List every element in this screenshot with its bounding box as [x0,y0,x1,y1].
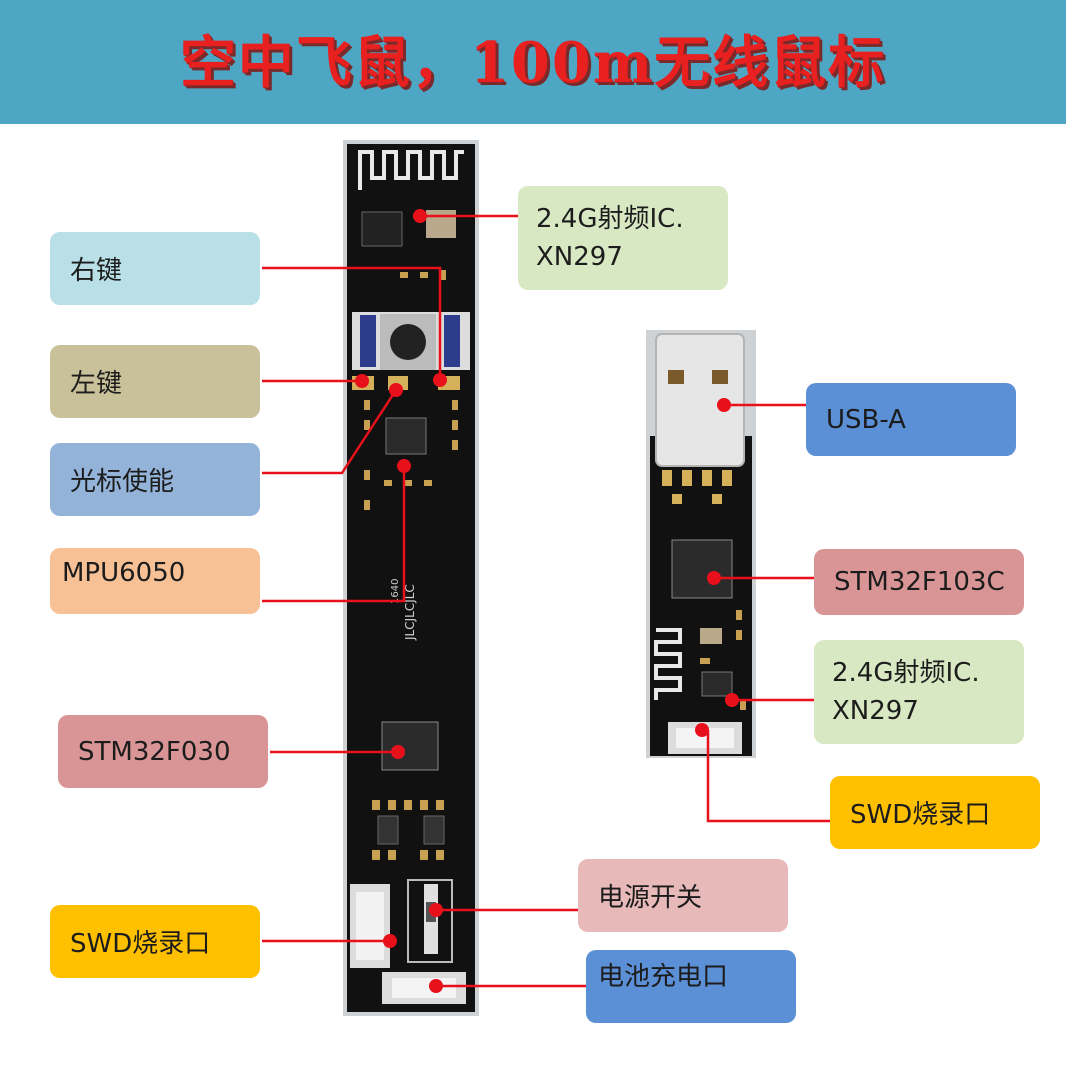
silkscreen-mark: 1640 [390,579,401,604]
air-mouse-pcb: JLCJLCJLC 1640 [343,140,479,1016]
leader-lines [262,214,830,988]
label-rf-ic-left: 2.4G射频IC. XN297 [518,186,728,290]
label-rf-ic-right-line1: 2.4G射频IC. [832,658,980,688]
label-rf-ic-right: 2.4G射频IC. XN297 [814,640,1024,744]
usb-pads [662,470,732,504]
label-mpu6050: MPU6050 [50,548,260,614]
rf-chip-left [361,211,403,247]
receiver-antenna [654,628,682,700]
label-usb-a: USB-A [806,383,1016,456]
stm32f103c-chip [671,539,733,599]
receiver-pcb [646,330,756,758]
label-battery-charge: 电池充电口 [586,950,796,1023]
antenna-trace [358,150,464,190]
label-power-switch: 电源开关 [578,859,788,932]
label-rf-ic-left-line2: XN297 [536,242,623,272]
label-left-key: 左键 [50,345,260,418]
label-stm32f103c: STM32F103C [814,549,1024,615]
label-rf-ic-left-line1: 2.4G射频IC. [536,204,684,234]
crystal-left [426,210,456,238]
rf-chip-right [701,671,733,697]
label-cursor-enable: 光标使能 [50,443,260,516]
silkscreen-jlc: JLCJLCJLC [403,584,417,641]
label-rf-ic-right-line2: XN297 [832,696,919,726]
usb-a-plug [655,333,745,467]
label-swd-left: SWD烧录口 [50,905,260,978]
title-banner: 空中飞鼠，100m无线鼠标 [0,0,1066,124]
page-title: 空中飞鼠，100m无线鼠标 [179,30,887,96]
label-swd-right: SWD烧录口 [830,776,1040,849]
passives-top [364,270,458,510]
label-right-key: 右键 [50,232,260,305]
mpu6050-chip [385,417,427,455]
stm32f030-chip [381,721,439,771]
tact-button [390,324,426,360]
leader-dots [355,209,739,993]
passives-bottom [372,800,444,860]
label-stm32f030: STM32F030 [58,715,268,788]
